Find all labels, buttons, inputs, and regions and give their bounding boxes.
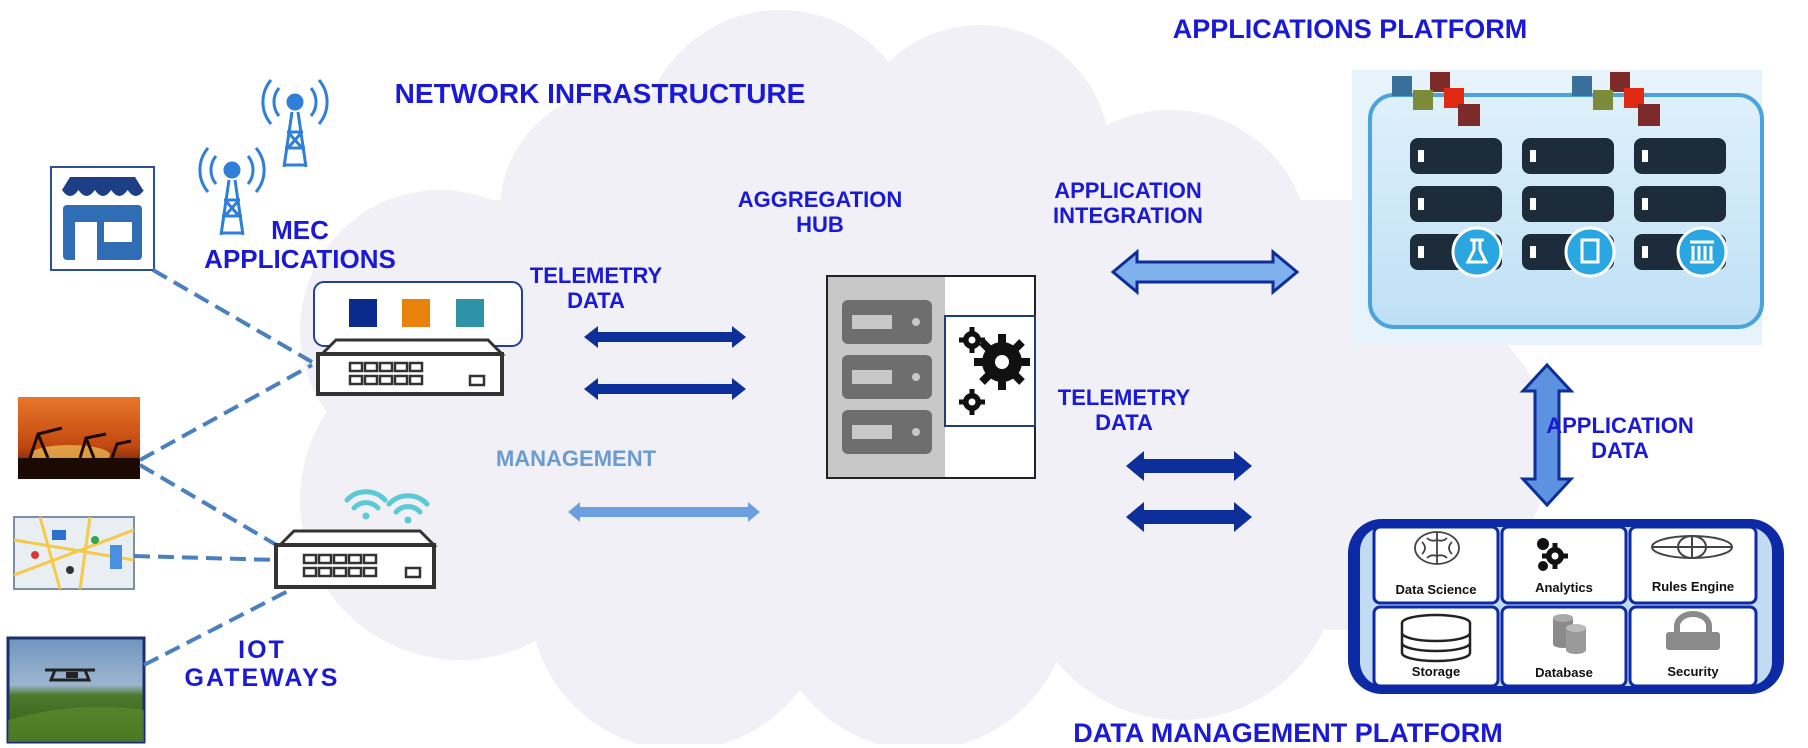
telemetry-right-line-2: DATA — [1095, 409, 1153, 435]
telemetry-right-line-1: TELEMETRY — [1057, 385, 1191, 410]
dm-label-analytics: Analytics — [1535, 580, 1593, 595]
drone-field-photo — [6, 636, 146, 744]
network-infrastructure-title: NETWORK INFRASTRUCTURE — [394, 78, 806, 109]
dm-cell-data-science — [1372, 525, 1500, 605]
management-label: MANAGEMENT — [495, 446, 657, 471]
telemetry-arrows-right — [1126, 451, 1252, 532]
switch-icon — [274, 529, 438, 589]
oil-field-photo — [18, 397, 140, 479]
application-integration-arrow — [1110, 248, 1300, 296]
aggregation-hub-label: AGGREGATION HUB — [737, 187, 903, 237]
app-integration-line-2: INTEGRATION — [1053, 202, 1203, 228]
server-stack-2 — [1522, 138, 1616, 278]
lock-icon — [1666, 611, 1720, 650]
dm-cell-analytics — [1500, 525, 1628, 605]
telemetry-left-line-1: TELEMETRY — [529, 263, 663, 288]
application-data-arrow — [1519, 362, 1575, 508]
mec-app-square-3 — [456, 299, 484, 327]
applications-platform-panel — [1352, 70, 1764, 345]
dm-label-storage: Storage — [1411, 664, 1461, 679]
application-integration-label: APPLICATION INTEGRATION — [1053, 178, 1203, 228]
mec-applications-label: MEC APPLICATIONS — [204, 215, 396, 275]
iot-label-line-1: IOT — [238, 636, 286, 664]
iot-label-line-2: GATEWAYS — [184, 664, 340, 692]
wifi-icon — [344, 489, 430, 524]
database-icon — [1553, 614, 1586, 654]
app-integration-line-1: APPLICATION — [1054, 178, 1202, 203]
device-connection-lines — [133, 268, 314, 667]
cell-tower-icon — [261, 79, 329, 168]
mec-app-square-2 — [402, 299, 430, 327]
dm-label-database: Database — [1535, 665, 1593, 680]
switch-icon — [316, 338, 506, 396]
gears-icon — [1537, 538, 1568, 571]
telemetry-arrows-left — [584, 326, 746, 400]
globe-icon — [1651, 535, 1733, 559]
app-cubes-1 — [1392, 72, 1480, 126]
map-photo — [13, 516, 135, 590]
management-arrow — [568, 502, 760, 522]
brain-icon — [1414, 531, 1460, 565]
app-data-line-1: APPLICATION — [1546, 413, 1694, 438]
dm-label-rules-engine: Rules Engine — [1651, 579, 1735, 594]
store-icon — [50, 166, 155, 271]
mec-applications-box — [313, 281, 523, 347]
server-rack-icon — [842, 300, 932, 454]
server-stack-3 — [1634, 138, 1728, 278]
mec-label-line-2: APPLICATIONS — [204, 244, 396, 275]
aggregation-label-line-1: AGGREGATION — [737, 187, 903, 212]
dm-label-data-science: Data Science — [1395, 582, 1477, 597]
app-data-line-2: DATA — [1591, 437, 1649, 463]
application-data-label: APPLICATION DATA — [1546, 413, 1694, 463]
cell-tower-icon — [198, 147, 266, 236]
iot-gateways-label: IOT GATEWAYS — [185, 636, 340, 692]
telemetry-data-left-label: TELEMETRY DATA — [529, 263, 663, 313]
aggregation-label-line-2: HUB — [796, 211, 844, 237]
gears-icon — [959, 327, 1030, 415]
telemetry-left-line-2: DATA — [567, 287, 625, 313]
storage-icon — [1400, 613, 1472, 663]
mec-label-line-1: MEC — [271, 215, 329, 245]
mec-app-square-1 — [349, 299, 377, 327]
telemetry-data-right-label: TELEMETRY DATA — [1057, 385, 1191, 435]
app-cubes-2 — [1572, 72, 1660, 126]
dm-label-security: Security — [1667, 664, 1719, 679]
data-management-panel — [1348, 519, 1784, 694]
server-stack-1 — [1410, 138, 1503, 278]
aggregation-hub — [826, 275, 1036, 479]
applications-platform-title: APPLICATIONS PLATFORM — [1172, 14, 1528, 44]
data-management-platform-title: DATA MANAGEMENT PLATFORM — [1073, 718, 1503, 748]
